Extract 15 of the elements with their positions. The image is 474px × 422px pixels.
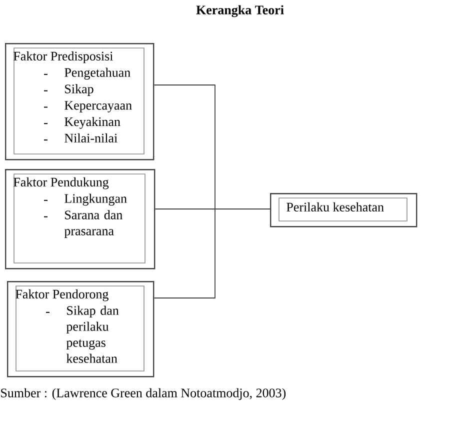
list-item: Lingkungan: [64, 194, 127, 206]
list-item: Sikap dan perilaku petugas kesehatan: [66, 306, 119, 363]
connector-line: [154, 208, 270, 298]
title: Kerangka Teori: [196, 5, 284, 18]
source-note: Sumber : (Lawrence Green dalam Notoatmodjo, 2003): [1, 388, 286, 400]
list-item: Nilai-nilai: [64, 133, 118, 143]
list-item: Pengetahuan: [64, 68, 130, 80]
list-item: Kepercayaan: [64, 101, 132, 112]
list-item: Sikap: [65, 84, 94, 96]
list-item: Keyakinan: [64, 116, 120, 129]
box-heading: Faktor Predisposisi: [14, 51, 113, 64]
box-heading: Faktor Pendukung: [14, 177, 109, 190]
list-item: Sarana dan prasarana: [64, 210, 122, 238]
box-label: Perilaku kesehatan: [286, 202, 384, 212]
box-heading: Faktor Pendorong: [16, 289, 108, 302]
